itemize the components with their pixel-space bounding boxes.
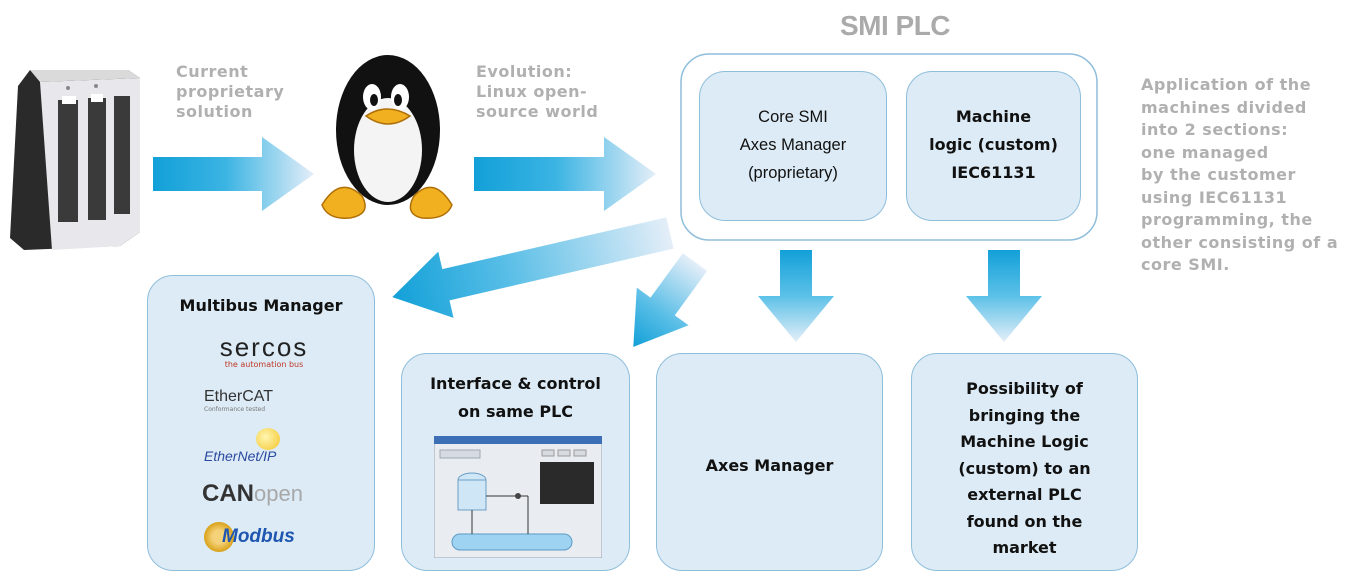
ethercat-logo: EtherCAT Conformance tested (204, 388, 324, 414)
ethercat-tagline: Conformance tested (204, 406, 266, 413)
sercos-logo: sercos the automation bus (204, 334, 324, 370)
axes-manager-title: Axes Manager (705, 456, 834, 475)
canopen-open: open (254, 481, 303, 506)
canopen-can: CAN (202, 480, 254, 507)
smi-plc-title: SMI PLC (839, 10, 951, 41)
core-smi-box: Core SMI Axes Manager (proprietary) (699, 71, 887, 221)
ethercat-wordmark: EtherCAT (204, 388, 274, 405)
sercos-tagline: the automation bus (224, 360, 304, 369)
axes-manager-box: Axes Manager (656, 353, 883, 571)
canopen-logo: CANopen (202, 480, 332, 508)
multibus-manager-title: Multibus Manager (179, 296, 343, 315)
sercos-wordmark: sercos (219, 332, 309, 362)
ethernetip-logo: EtherNet/IP (204, 428, 334, 474)
machine-logic-box: Machine logic (custom) IEC61131 (906, 71, 1081, 221)
arrow-to-linux (153, 137, 314, 211)
ethernetip-globe-icon (256, 428, 280, 450)
plc-hardware-icon (10, 70, 140, 250)
arrow-to-multibus (392, 217, 674, 318)
external-plc-text: Possibility of bringing the Machine Logi… (958, 379, 1091, 557)
modbus-wordmark: Modbus (222, 526, 295, 547)
ethernetip-wordmark: EtherNet/IP (204, 448, 277, 464)
hmi-screenshot-image (434, 436, 602, 558)
caption-evolution: Evolution: Linux open- source world (476, 62, 599, 121)
external-plc-box: Possibility of bringing the Machine Logi… (911, 353, 1138, 571)
arrow-to-smi-plc (474, 137, 656, 211)
machine-logic-label: Machine logic (custom) IEC61131 (929, 107, 1058, 182)
core-smi-label: Core SMI Axes Manager (proprietary) (739, 108, 847, 182)
modbus-gear-icon (204, 522, 234, 552)
caption-application: Application of the machines divided into… (1141, 75, 1339, 274)
caption-current-solution: Current proprietary solution (176, 62, 285, 121)
modbus-logo: Modbus (204, 522, 334, 556)
interface-control-title: Interface & control on same PLC (430, 374, 601, 421)
arrow-to-external-plc (966, 250, 1042, 342)
linux-tux-icon (321, 55, 453, 219)
arrow-to-interface (633, 253, 708, 347)
arrow-to-axes-manager (758, 250, 834, 342)
interface-control-box: Interface & control on same PLC (401, 353, 630, 571)
multibus-manager-box: Multibus Manager sercos the automation b… (147, 275, 375, 571)
